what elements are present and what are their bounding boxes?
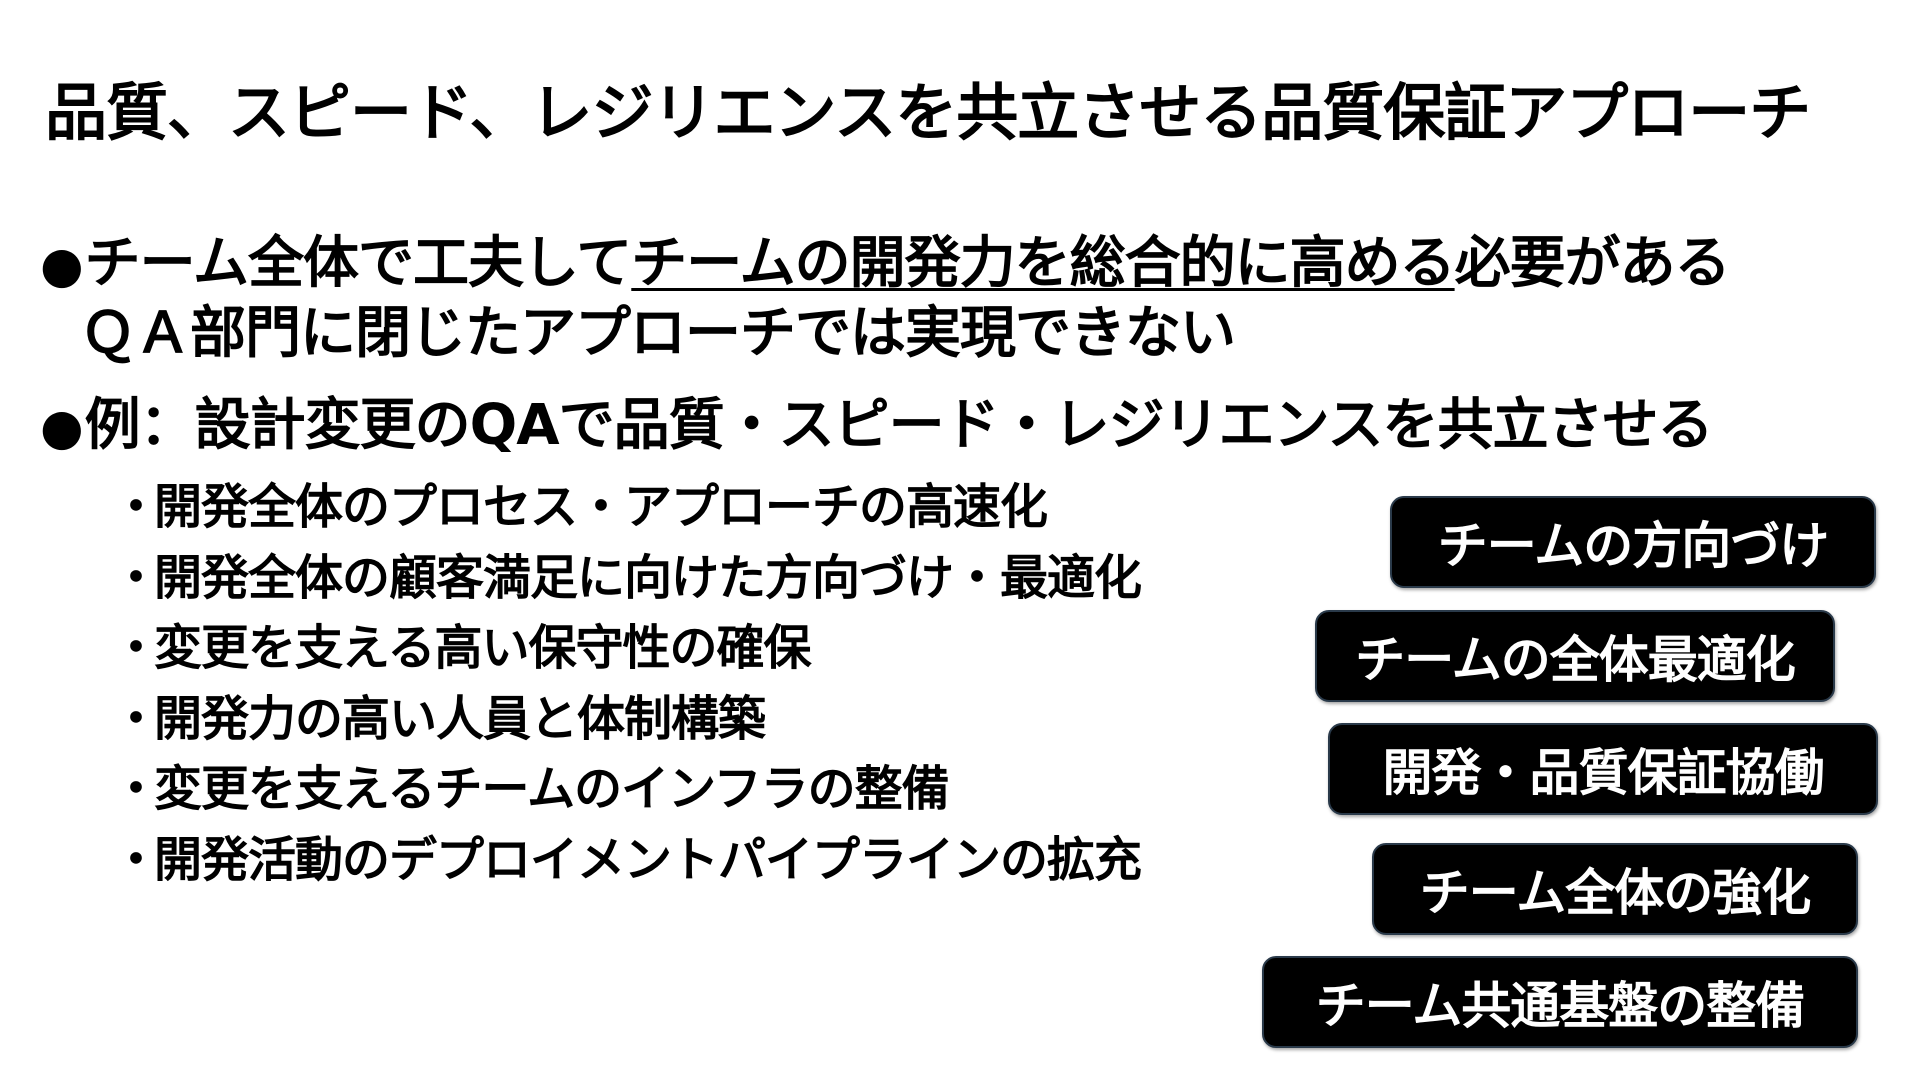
bullet-marker: ● <box>40 236 84 294</box>
sub-bullet-marker: ・ <box>112 549 160 606</box>
sub-bullet-item: ・開発力の高い人員と体制構築 <box>112 684 1141 755</box>
tag-team-optimization: チームの全体最適化 <box>1315 610 1835 702</box>
bullet-2: ●例：設計変更のQAで品質・スピード・レジリエンスを共立させる <box>40 398 1713 456</box>
sub-bullet-text: 開発活動のデプロイメントパイプラインの拡充 <box>154 831 1142 888</box>
sub-bullet-item: ・開発活動のデプロイメントパイプラインの拡充 <box>112 825 1142 896</box>
bullet-1-emphasis: チームの開発力を総合的に高める <box>631 231 1455 296</box>
bullet-1: ●チーム全体で工夫してチームの開発力を総合的に高める必要がある <box>40 236 1731 294</box>
sub-bullet-list: ・開発全体のプロセス・アプローチの高速化 ・開発全体の顧客満足に向けた方向づけ・… <box>112 472 1142 896</box>
bullet-marker: ● <box>40 398 84 456</box>
sub-bullet-text: 開発力の高い人員と体制構築 <box>154 690 766 747</box>
sub-bullet-text: 開発全体のプロセス・アプローチの高速化 <box>154 479 1048 535</box>
sub-bullet-marker: ・ <box>112 761 160 817</box>
tag-dev-qa-collaboration: 開発・品質保証協働 <box>1328 723 1878 815</box>
sub-bullet-text: 変更を支えるチームのインフラの整備 <box>154 761 950 817</box>
bullet-1-prefix: チーム全体で工夫して <box>84 231 633 296</box>
sub-bullet-marker: ・ <box>112 620 160 676</box>
bullet-1-continuation: ＱＡ部門に閉じたアプローチでは実現できない <box>80 301 1236 366</box>
sub-bullet-item: ・開発全体の顧客満足に向けた方向づけ・最適化 <box>112 543 1142 614</box>
tag-team-direction: チームの方向づけ <box>1390 496 1876 588</box>
sub-bullet-item: ・変更を支えるチームのインフラの整備 <box>112 754 1141 825</box>
sub-bullet-text: 開発全体の顧客満足に向けた方向づけ・最適化 <box>154 549 1142 606</box>
bullet-2-text: 例：設計変更のQAで品質・スピード・レジリエンスを共立させる <box>84 393 1714 458</box>
tag-common-infrastructure: チーム共通基盤の整備 <box>1262 956 1858 1048</box>
slide-title: 品質、スピード、レジリエンスを共立させる品質保証アプローチ <box>45 76 1811 149</box>
sub-bullet-marker: ・ <box>112 690 160 747</box>
bullet-1-suffix: 必要がある <box>1454 231 1731 296</box>
sub-bullet-item: ・変更を支える高い保守性の確保 <box>112 613 1141 684</box>
sub-bullet-marker: ・ <box>112 831 160 888</box>
sub-bullet-item: ・開発全体のプロセス・アプローチの高速化 <box>112 472 1141 543</box>
sub-bullet-marker: ・ <box>112 479 160 535</box>
tag-team-strengthening: チーム全体の強化 <box>1372 843 1858 935</box>
sub-bullet-text: 変更を支える高い保守性の確保 <box>154 620 812 676</box>
